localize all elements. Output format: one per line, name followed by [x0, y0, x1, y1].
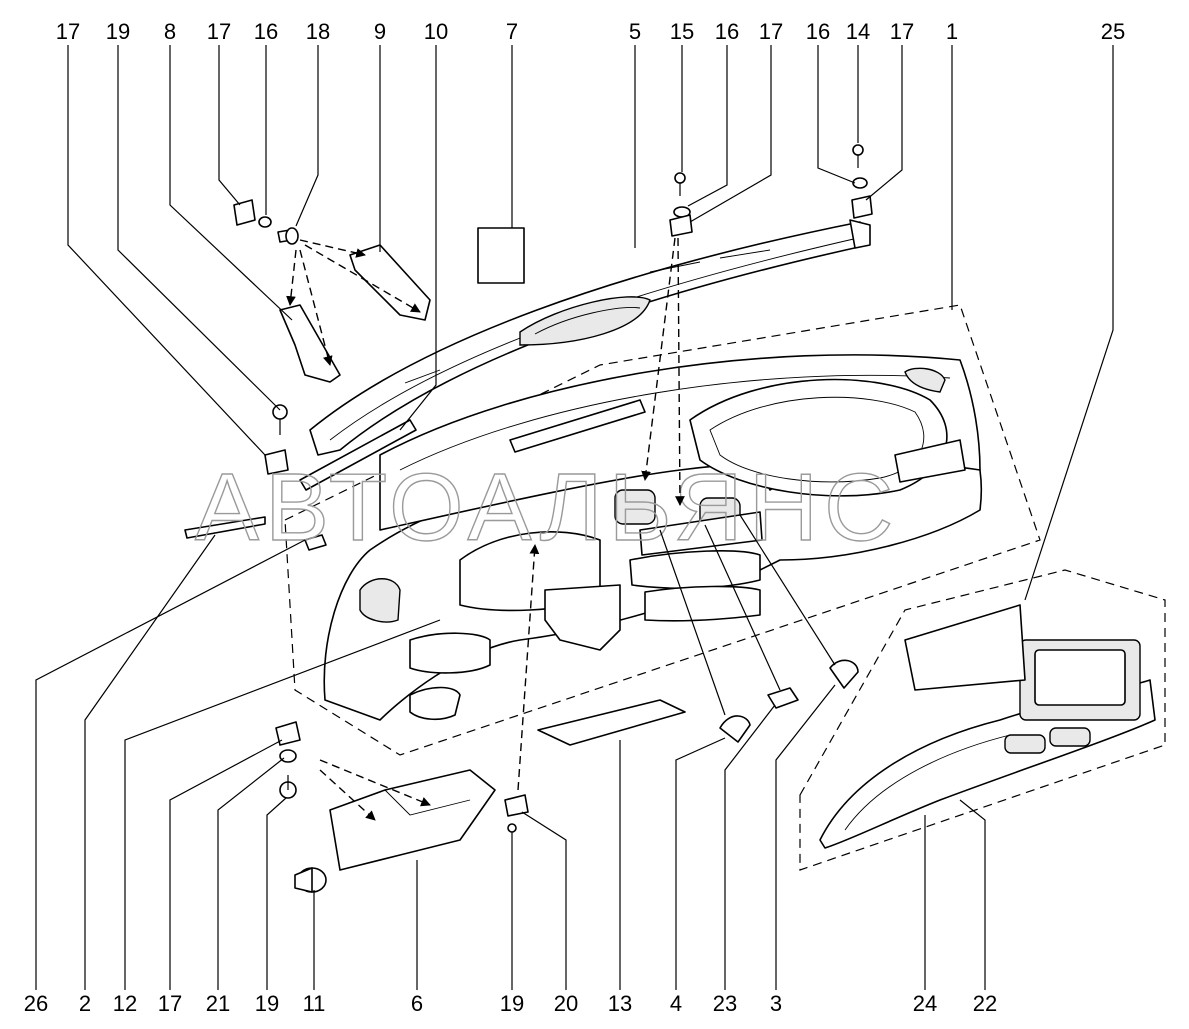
callout-label: 19 — [500, 991, 524, 1016]
main-assembly-boundary — [284, 304, 1041, 756]
cluster-bezel-boundary — [799, 569, 1166, 871]
callout-label: 24 — [913, 991, 937, 1016]
callout-label: 6 — [411, 991, 423, 1016]
callout-label: 17 — [56, 19, 80, 44]
callout-label: 10 — [424, 19, 448, 44]
callout-label: 19 — [255, 991, 279, 1016]
panel-top-cover — [309, 219, 871, 456]
callout-label: 16 — [254, 19, 278, 44]
callout-label: 9 — [374, 19, 386, 44]
callout-label: 17 — [207, 19, 231, 44]
callout-label: 22 — [973, 991, 997, 1016]
small-parts-bottom-center — [504, 659, 859, 842]
callout-label: 25 — [1101, 19, 1125, 44]
callout-label: 13 — [608, 991, 632, 1016]
callout-label: 18 — [306, 19, 330, 44]
watermark-text: АВТОАЛЬЯНС — [195, 454, 899, 561]
callout-label: 1 — [946, 19, 958, 44]
leader-lines-bottom — [35, 534, 986, 990]
callout-label: 4 — [670, 991, 682, 1016]
callout-label: 17 — [890, 19, 914, 44]
callout-label: 17 — [759, 19, 783, 44]
callout-label: 15 — [670, 19, 694, 44]
callout-label: 16 — [806, 19, 830, 44]
callout-label: 21 — [206, 991, 230, 1016]
callout-label: 12 — [113, 991, 137, 1016]
callout-label: 5 — [629, 19, 641, 44]
callouts-top: 17 19 8 17 16 18 9 10 7 5 15 16 17 16 14 17 1 25 — [56, 19, 1125, 44]
plate-part — [477, 227, 525, 284]
callout-label: 8 — [164, 19, 176, 44]
callout-label: 17 — [158, 991, 182, 1016]
callout-label: 20 — [554, 991, 578, 1016]
leader-lines-top — [67, 45, 1114, 601]
callouts-bottom: 26 2 12 17 21 19 11 6 19 20 13 4 23 3 24 22 — [24, 991, 997, 1016]
cluster-bezel — [819, 604, 1156, 849]
small-parts-top-right — [669, 144, 873, 237]
callout-label: 3 — [770, 991, 782, 1016]
callout-label: 11 — [303, 991, 326, 1016]
dashboard-body — [184, 354, 983, 721]
callout-label: 26 — [24, 991, 48, 1016]
callout-label: 16 — [715, 19, 739, 44]
assembly-arrows — [286, 237, 836, 821]
callout-label: 14 — [846, 19, 870, 44]
callout-label: 2 — [79, 991, 91, 1016]
callout-label: 19 — [106, 19, 130, 44]
small-parts-bottom-left — [275, 721, 496, 893]
callout-label: 23 — [713, 991, 737, 1016]
callout-label: 7 — [506, 19, 518, 44]
